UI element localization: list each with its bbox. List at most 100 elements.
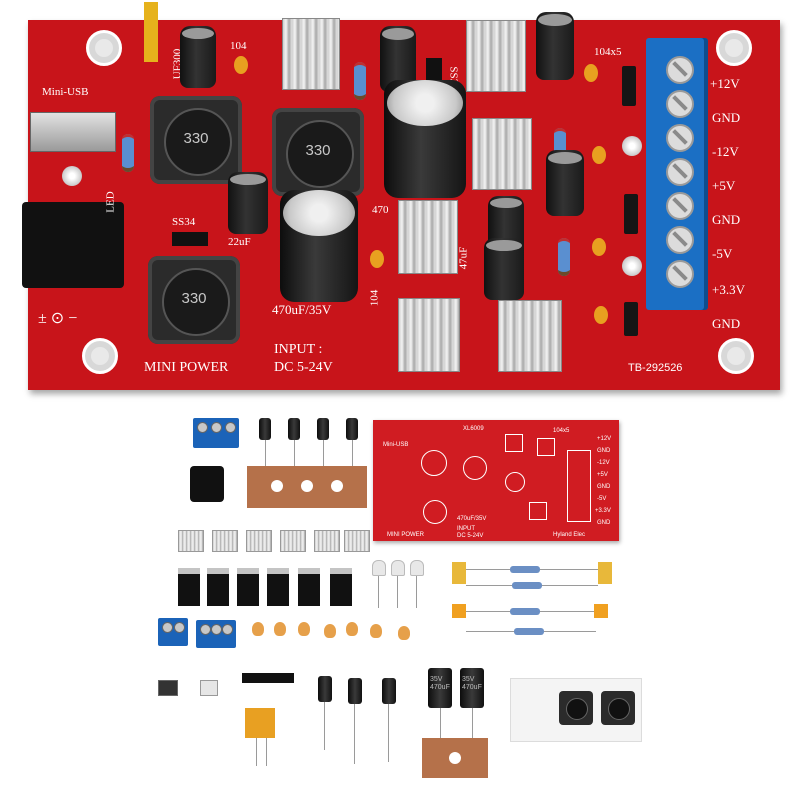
ceramic-capacitor <box>592 238 606 256</box>
mini-pcb-label: GND <box>597 448 611 454</box>
bulk-capacitor-part <box>428 668 452 708</box>
small-heatsink <box>280 530 306 552</box>
mounting-hole <box>86 30 122 66</box>
heatsink <box>398 200 458 274</box>
inductor: 330 <box>148 256 240 344</box>
terminal-label-minus12v: -12V <box>712 144 739 159</box>
mini-pcb-label: +5V <box>597 472 608 478</box>
product-name: MINI POWER <box>144 360 229 375</box>
bulk-cap-label: 470uF/35V <box>272 302 332 317</box>
cap-marking: 35V 470uF <box>430 676 450 691</box>
terminal-label-gnd: GND <box>712 110 741 125</box>
electrolytic-capacitor <box>259 418 271 440</box>
terminal-label-gnd: GND <box>712 212 741 227</box>
heatsink <box>282 18 340 90</box>
small-heatsink <box>178 530 204 552</box>
mini-usb-label: Mini-USB <box>42 86 89 98</box>
mini-pcb-label: GND <box>597 520 611 526</box>
dc-jack-part <box>190 466 224 502</box>
resistor-tape <box>452 562 466 584</box>
input-label: INPUT : <box>274 342 323 357</box>
ceramic-capacitor <box>370 250 384 268</box>
ceramic-capacitor <box>592 146 606 164</box>
resistor <box>354 62 366 100</box>
resistor-tape <box>594 604 608 618</box>
inductor-bag <box>510 678 642 742</box>
mini-pcb-label: -12V <box>597 460 610 466</box>
electrolytic-capacitor <box>536 12 574 80</box>
ceramic-capacitor-part <box>346 622 358 636</box>
mini-pcb-label: XL6009 <box>463 426 484 432</box>
power-led <box>62 166 82 186</box>
ceramic-capacitor-part <box>252 622 264 636</box>
electrolytic-capacitor <box>318 676 332 702</box>
inductor: 330 <box>272 108 364 196</box>
pin-header <box>624 194 638 234</box>
resistor <box>558 238 570 276</box>
mounting-hole <box>716 30 752 66</box>
mini-usb-part <box>158 680 178 696</box>
resistor-tape <box>598 562 612 584</box>
ceramic-cap-label: 104x5 <box>594 46 622 58</box>
small-heatsink <box>212 530 238 552</box>
dc-jack-polarity-label: ± ⊙ − <box>38 310 78 327</box>
small-heatsink <box>314 530 340 552</box>
terminal-screw[interactable] <box>666 260 694 288</box>
terminal-screw[interactable] <box>666 158 694 186</box>
schottky-diode <box>172 232 208 246</box>
output-terminal-block <box>646 38 708 310</box>
terminal-screw[interactable] <box>666 124 694 152</box>
regulator-ic <box>178 568 200 606</box>
heatsink <box>498 300 562 372</box>
bulk-capacitor-part <box>460 668 484 708</box>
mini-pcb-label: 470uF/35V <box>457 516 487 522</box>
terminal-screw[interactable] <box>666 90 694 118</box>
ceramic-capacitor-part <box>398 626 410 640</box>
inductor-label: 330 <box>305 142 331 159</box>
input-range: DC 5-24V <box>274 360 333 375</box>
terminal-label-plus12v: +12V <box>710 76 740 91</box>
electrolytic-capacitor <box>180 26 216 88</box>
diode-label: SS34 <box>172 216 196 228</box>
inductor-part <box>601 691 635 725</box>
regulator-ic <box>298 568 320 606</box>
ceramic-capacitor <box>584 64 598 82</box>
terminal-label-gnd: GND <box>712 316 741 331</box>
ptc-fuse <box>144 2 158 62</box>
cap-label: 22uF <box>228 236 251 248</box>
terminal-screw[interactable] <box>666 56 694 84</box>
bulk-capacitor <box>280 190 358 302</box>
mini-pcb-label: +12V <box>597 436 612 442</box>
board-code: TB-292526 <box>628 362 683 374</box>
terminal-screw[interactable] <box>666 192 694 220</box>
led-part <box>391 560 405 576</box>
regulator-ic <box>207 568 229 606</box>
mini-pcb-label: Mini-USB <box>383 442 409 448</box>
regulator-ic <box>330 568 352 606</box>
inductor: 330 <box>150 96 242 184</box>
ceramic-capacitor-part <box>324 624 336 638</box>
terminal-screw[interactable] <box>666 226 694 254</box>
heatsink <box>398 298 460 372</box>
terminal-block-3pin <box>193 418 239 448</box>
ceramic-capacitor-part <box>370 624 382 638</box>
electrolytic-capacitor <box>317 418 329 440</box>
component-tape <box>247 466 367 508</box>
cap-marking: 35V 470uF <box>462 676 482 691</box>
resistor-part <box>514 628 544 635</box>
mini-pcb-label: GND <box>597 484 611 490</box>
ceramic-cap-label: 104 <box>368 289 381 307</box>
output-led <box>622 136 642 156</box>
component-tape <box>422 738 488 778</box>
heatsink <box>472 118 532 190</box>
small-heatsink <box>246 530 272 552</box>
small-heatsink <box>344 530 370 552</box>
cap-label: 470 <box>372 204 389 216</box>
dc-jack <box>22 202 124 288</box>
inductor-label: 330 <box>183 130 209 147</box>
mini-pcb-label: DC 5-24V <box>457 533 484 539</box>
pin-header <box>624 302 638 336</box>
led-part <box>372 560 386 576</box>
ceramic-capacitor-part <box>274 622 286 636</box>
terminal-block-3pin <box>196 620 236 648</box>
